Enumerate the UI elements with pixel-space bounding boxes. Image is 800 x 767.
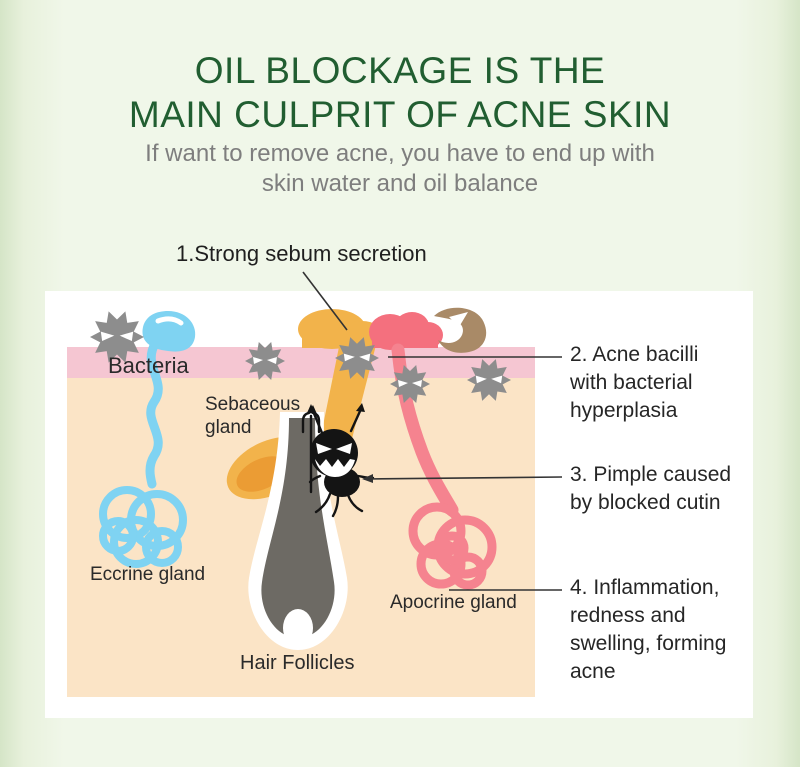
inflammation-blob-icon (369, 312, 443, 350)
annotation-4-line-1: 4. Inflammation, (570, 576, 720, 599)
page-subtitle-line-1: If want to remove acne, you have to end … (145, 140, 655, 167)
annotation-2-line-3: hyperplasia (570, 399, 678, 422)
label-hair-follicles: Hair Follicles (240, 652, 355, 674)
connector-line-3 (363, 476, 563, 480)
annotation-acne-bacilli: 2. Acne bacilli with bacterial hyperplas… (570, 341, 698, 425)
page-subtitle-line-2: skin water and oil balance (261, 170, 539, 197)
annotation-4-line-4: acne (570, 660, 616, 683)
annotation-pimple: 3. Pimple caused by blocked cutin (570, 461, 731, 517)
label-eccrine-gland: Eccrine gland (90, 564, 206, 585)
label-bacteria: Bacteria (108, 353, 189, 378)
label-sebaceous-gland: Sebaceous gland (205, 393, 300, 439)
connector-3-arrowhead (362, 474, 373, 483)
annotation-inflammation: 4. Inflammation, redness and swelling, f… (570, 574, 726, 686)
label-sebaceous-line-1: Sebaceous (205, 394, 301, 415)
sweat-drop-icon (142, 311, 196, 352)
comedone-icon (434, 307, 487, 353)
page-title-line-1: OIL BLOCKAGE IS THE (194, 50, 606, 91)
label-apocrine-gland: Apocrine gland (390, 592, 517, 613)
annotation-2-line-2: with bacterial (570, 371, 693, 394)
connector-lines (302, 271, 563, 591)
label-sebaceous-line-2: gland (205, 417, 252, 438)
devil-bacteria-icon (301, 403, 375, 518)
callout-strong-sebum: 1.Strong sebum secretion (176, 241, 427, 266)
eccrine-gland-icon (99, 339, 187, 568)
annotation-4-line-2: redness and (570, 604, 686, 627)
annotation-3-line-1: 3. Pimple caused (570, 463, 732, 486)
annotation-3-line-2: by blocked cutin (570, 491, 721, 514)
annotation-2-line-1: 2. Acne bacilli (570, 343, 699, 366)
page-title-line-2: MAIN CULPRIT OF ACNE SKIN (128, 94, 672, 135)
annotation-4-line-3: swelling, forming (570, 632, 727, 655)
connector-line-1 (302, 271, 348, 331)
